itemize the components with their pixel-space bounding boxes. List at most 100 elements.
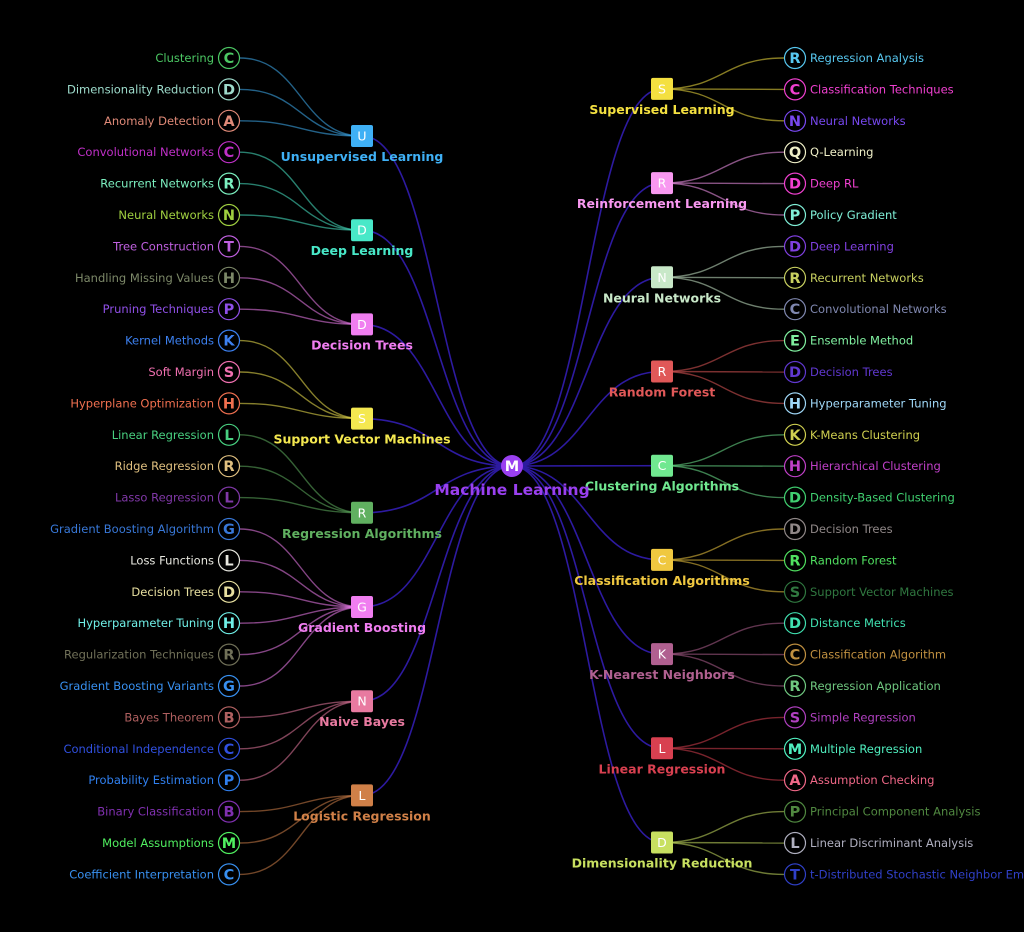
edges-layer: [239, 57, 785, 876]
category-k-nearest-neighbors[interactable]: KK-Nearest Neighbors: [589, 643, 735, 682]
leaf-line-binary-classification: [239, 794, 363, 813]
category-label: Linear Regression: [599, 761, 726, 776]
category-letter: K: [658, 647, 667, 662]
category-label: Decision Trees: [311, 337, 413, 352]
category-badge: [351, 501, 373, 524]
leaf-circle: [217, 486, 241, 509]
category-label: Random Forest: [609, 385, 716, 400]
leaf-circle: [783, 674, 807, 698]
leaf-line-bayes-theorem: [239, 700, 363, 719]
leaf-letter: R: [223, 459, 234, 475]
leaf-circle: [217, 298, 241, 321]
leaf-line-gradient-boosting-algorithm: [239, 528, 363, 608]
category-label: Classification Algorithms: [574, 573, 750, 588]
leaf-letter: L: [224, 491, 233, 507]
leaf-circle: [783, 580, 807, 603]
category-badge: [351, 784, 373, 807]
leaf-line-gradient-boosting-variants: [239, 606, 363, 687]
leaf-circle: [217, 360, 241, 384]
leaf-letter: D: [789, 365, 801, 381]
category-badge: [351, 125, 373, 147]
category-badge: [351, 596, 373, 618]
category-letter: L: [659, 741, 666, 756]
category-letter: D: [357, 223, 367, 238]
leaf-line-ridge-regression: [239, 465, 363, 514]
leaf-line-kernel-methods: [239, 339, 363, 420]
leaf-circle: [783, 549, 807, 572]
root-node[interactable]: M Machine Learning: [434, 455, 590, 499]
leaf-label: Conditional Independence: [63, 742, 214, 756]
category-linear-regression[interactable]: L Linear Regression: [599, 737, 726, 776]
